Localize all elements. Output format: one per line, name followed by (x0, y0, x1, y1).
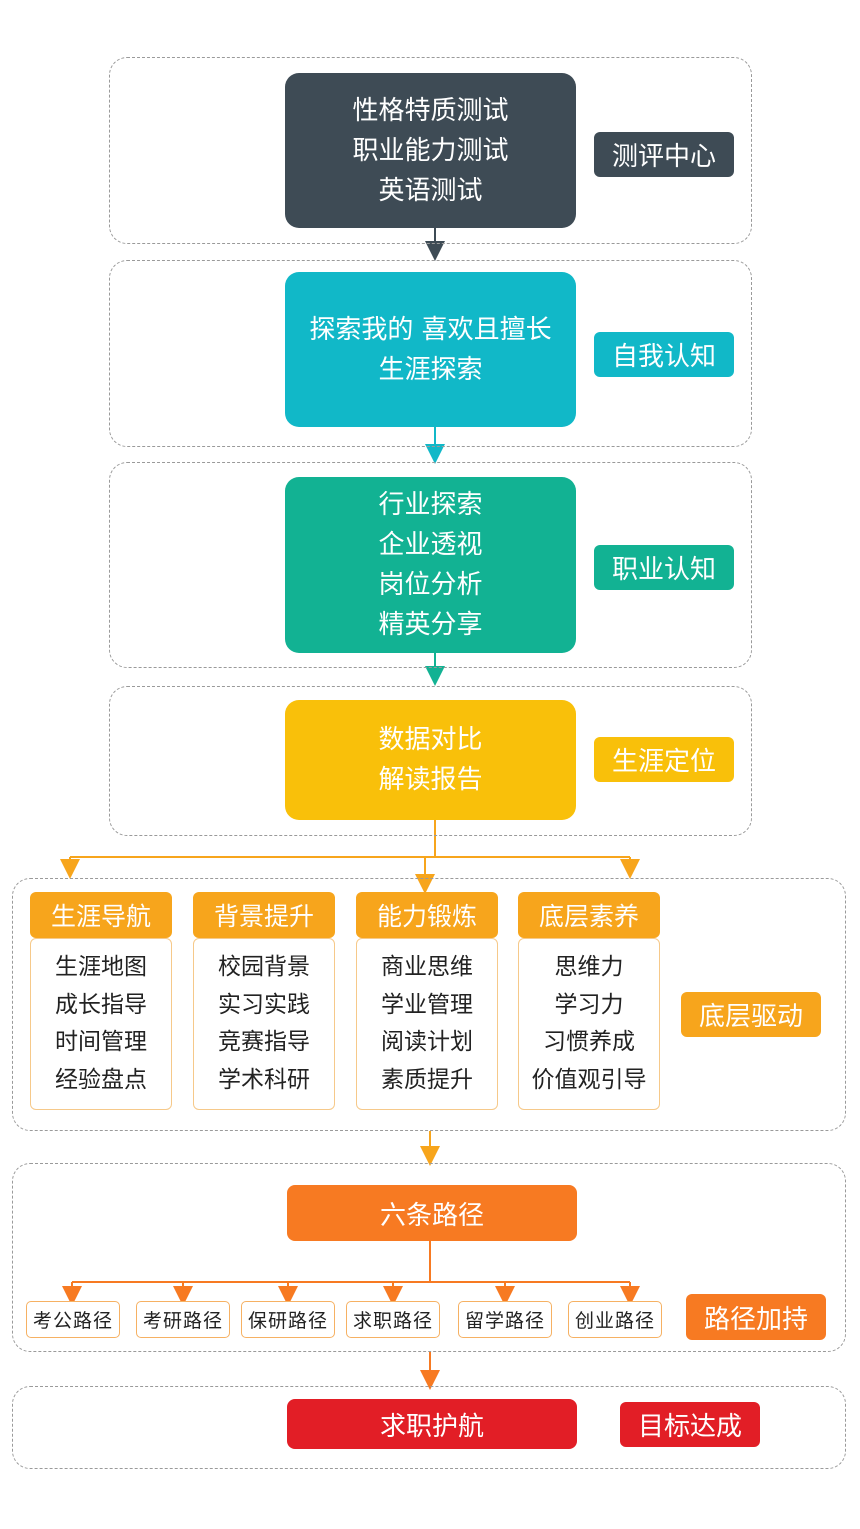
foundation-item: 思维力 (554, 954, 624, 980)
foundation-item: 习惯养成 (543, 1029, 635, 1055)
career-awareness-line: 企业透视 (378, 530, 483, 560)
section-goal (12, 1386, 846, 1469)
foundation-item: 学业管理 (381, 991, 473, 1018)
section-foundation (12, 878, 846, 1131)
foundation-item: 校园背景 (218, 954, 310, 980)
foundation-item: 时间管理 (55, 1029, 147, 1055)
foundation-item: 成长指导 (55, 991, 147, 1018)
career-awareness-box: 行业探索 企业透视 岗位分析 精英分享 (285, 477, 576, 653)
career-awareness-line: 行业探索 (378, 490, 483, 520)
foundation-column-title: 能力锻炼 (356, 892, 498, 938)
section-positioning (109, 686, 752, 836)
foundation-item: 学术科研 (218, 1066, 310, 1093)
foundation-column-body: 商业思维 学业管理 阅读计划 素质提升 (356, 938, 498, 1110)
self-awareness-line: 生涯探索 (378, 354, 483, 385)
path-item: 留学路径 (458, 1301, 552, 1338)
section-assessment (109, 57, 752, 244)
foundation-column-body: 校园背景 实习实践 竞赛指导 学术科研 (193, 938, 335, 1110)
foundation-item: 价值观引导 (531, 1066, 647, 1093)
self-awareness-line: 探索我的 喜欢且擅长 (309, 314, 552, 345)
career-awareness-line: 岗位分析 (378, 570, 483, 600)
tag-positioning: 生涯定位 (594, 737, 734, 782)
section-paths (12, 1163, 846, 1352)
path-item: 求职路径 (346, 1301, 440, 1338)
arrow-positioning-to-foundation (60, 820, 640, 894)
section-self-awareness (109, 260, 752, 447)
foundation-item: 实习实践 (218, 991, 310, 1018)
assessment-line: 性格特质测试 (352, 95, 509, 126)
self-awareness-box: 探索我的 喜欢且擅长 生涯探索 (285, 272, 576, 427)
positioning-line: 数据对比 (378, 725, 483, 755)
foundation-item: 阅读计划 (381, 1029, 473, 1055)
foundation-column-title: 底层素养 (518, 892, 660, 938)
path-item: 考公路径 (26, 1301, 120, 1338)
tag-goal-achieved: 目标达成 (620, 1402, 760, 1447)
tag-assessment-center: 测评中心 (594, 132, 734, 177)
foundation-item: 竞赛指导 (218, 1029, 310, 1055)
positioning-line: 解读报告 (378, 765, 483, 795)
foundation-item: 学习力 (554, 991, 624, 1018)
tag-career-awareness: 职业认知 (594, 545, 734, 590)
positioning-box: 数据对比 解读报告 (285, 700, 576, 820)
paths-title-box: 六条路径 (287, 1185, 577, 1241)
path-item: 创业路径 (568, 1301, 662, 1338)
foundation-item: 素质提升 (381, 1066, 473, 1093)
assessment-box: 性格特质测试 职业能力测试 英语测试 (285, 73, 576, 228)
path-item: 保研路径 (241, 1301, 335, 1338)
foundation-column-body: 生涯地图 成长指导 时间管理 经验盘点 (30, 938, 172, 1110)
tag-path-support: 路径加持 (686, 1294, 826, 1340)
foundation-item: 经验盘点 (55, 1066, 147, 1093)
path-item: 考研路径 (136, 1301, 230, 1338)
foundation-item: 生涯地图 (55, 954, 147, 980)
assessment-line: 英语测试 (378, 175, 483, 206)
arrow-paths-branch (62, 1241, 640, 1306)
goal-title-box: 求职护航 (287, 1399, 577, 1449)
foundation-column-title: 背景提升 (193, 892, 335, 938)
foundation-item: 商业思维 (381, 954, 473, 980)
section-career-awareness (109, 462, 752, 668)
assessment-line: 职业能力测试 (352, 135, 509, 166)
tag-foundation-drive: 底层驱动 (681, 992, 821, 1037)
tag-self-awareness: 自我认知 (594, 332, 734, 377)
foundation-column-body: 思维力 学习力 习惯养成 价值观引导 (518, 938, 660, 1110)
foundation-column-title: 生涯导航 (30, 892, 172, 938)
career-awareness-line: 精英分享 (378, 610, 483, 640)
